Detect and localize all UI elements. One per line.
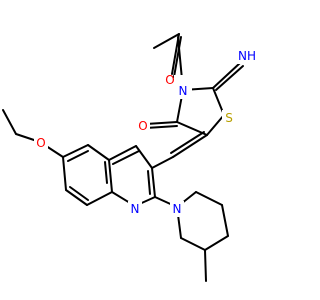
atom-o-acetyl: O bbox=[165, 73, 174, 87]
atom-nh-imino: NH bbox=[238, 49, 256, 63]
atom-o-ether: O bbox=[36, 136, 45, 150]
bond bbox=[67, 150, 89, 162]
bond bbox=[221, 204, 229, 237]
bond bbox=[86, 191, 113, 206]
bond bbox=[151, 156, 174, 169]
bond bbox=[112, 150, 140, 165]
bond bbox=[195, 191, 223, 206]
bond bbox=[173, 36, 182, 78]
bond bbox=[145, 121, 178, 125]
atom-labels: O NH N S O O N N bbox=[34, 48, 258, 217]
bond bbox=[215, 65, 244, 91]
bond bbox=[180, 237, 206, 251]
bond bbox=[172, 134, 208, 158]
bond bbox=[108, 159, 113, 193]
atom-n-quinoline: N bbox=[131, 202, 140, 216]
atom-o-keto: O bbox=[138, 119, 147, 133]
bond bbox=[147, 170, 151, 195]
molecule-structure: O NH N S O O N N bbox=[2, 33, 258, 282]
bond bbox=[145, 125, 178, 129]
bonds bbox=[2, 33, 244, 282]
bond bbox=[204, 249, 207, 282]
bond bbox=[151, 167, 156, 198]
bond bbox=[87, 144, 110, 161]
bond bbox=[135, 145, 153, 169]
atom-n-piperidine: N bbox=[173, 202, 182, 216]
bond bbox=[212, 62, 241, 89]
bond bbox=[62, 144, 89, 158]
bond bbox=[65, 189, 88, 206]
bond bbox=[204, 235, 229, 251]
bond bbox=[170, 131, 205, 154]
bond bbox=[108, 145, 137, 161]
bond bbox=[206, 114, 225, 136]
atom-s-ring: S bbox=[225, 111, 233, 125]
bond bbox=[62, 156, 67, 191]
bond bbox=[153, 33, 180, 49]
atom-n-ring: N bbox=[179, 84, 188, 98]
bond bbox=[2, 109, 17, 135]
bond bbox=[104, 161, 108, 184]
bond bbox=[69, 186, 89, 201]
